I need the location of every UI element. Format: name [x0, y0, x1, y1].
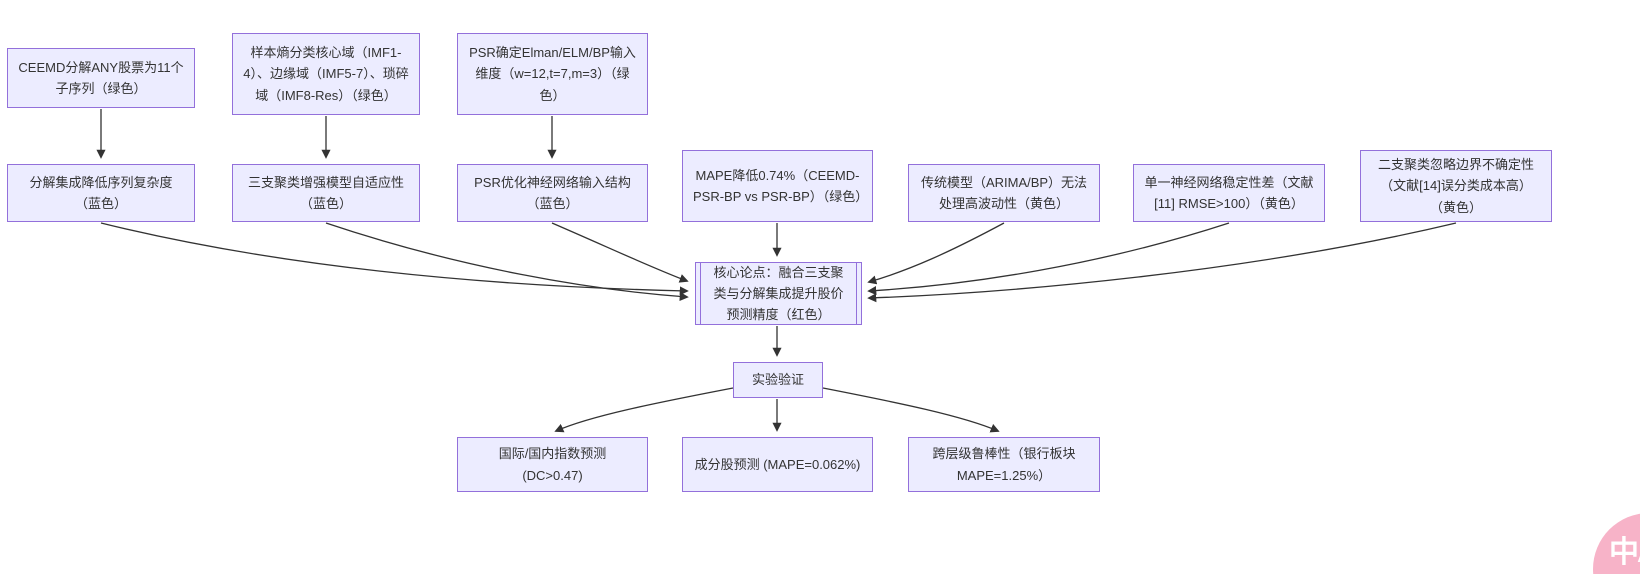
node-label: 传统模型（ARIMA/BP）无法处理高波动性（黄色） — [920, 174, 1088, 211]
edge-h-core — [867, 222, 1005, 285]
node-label: 样本熵分类核心域（IMF1-4）、边缘域（IMF5-7）、琐碎域（IMF8-Re… — [243, 45, 409, 103]
edge-d-core — [100, 222, 689, 296]
node-label: 实验验证 — [751, 372, 804, 388]
node-psr-input-dimension: PSR确定Elman/ELM/BP输入维度（w=12,t=7,m=3）（绿色） — [457, 33, 648, 115]
edge-e-core — [325, 222, 689, 302]
node-psr-optimizes-input-structure: PSR优化神经网络输入结构（蓝色） — [457, 164, 648, 222]
node-label: 成分股预测 (MAPE=0.062%) — [694, 456, 861, 472]
node-constituent-stock-result: 成分股预测 (MAPE=0.062%) — [682, 437, 873, 492]
edge-exp-m — [822, 387, 1000, 433]
node-three-way-clustering-adaptivity: 三支聚类增强模型自适应性（蓝色） — [232, 164, 420, 222]
node-label: PSR优化神经网络输入结构（蓝色） — [474, 174, 631, 211]
node-cross-level-robustness-result: 跨层级鲁棒性（银行板块 MAPE=1.25%） — [908, 437, 1100, 492]
node-label: MAPE降低0.74%（CEEMD-PSR-BP vs PSR-BP）（绿色） — [693, 167, 869, 204]
translate-badge-button[interactable]: 中A — [1593, 513, 1640, 574]
edge-exp-k — [554, 387, 734, 433]
node-sample-entropy-domains: 样本熵分类核心域（IMF1-4）、边缘域（IMF5-7）、琐碎域（IMF8-Re… — [232, 33, 420, 115]
node-decomposition-reduces-complexity: 分解集成降低序列复杂度（蓝色） — [7, 164, 195, 222]
node-label: 跨层级鲁棒性（银行板块 MAPE=1.25%） — [932, 446, 1076, 483]
node-label: 分解集成降低序列复杂度（蓝色） — [29, 174, 173, 211]
node-label: 国际/国内指数预测 (DC>0.47) — [498, 446, 607, 483]
node-traditional-model-limitation: 传统模型（ARIMA/BP）无法处理高波动性（黄色） — [908, 164, 1100, 222]
node-label: 核心论点：融合三支聚类与分解集成提升股价预测精度（红色） — [713, 264, 844, 323]
node-index-prediction-result: 国际/国内指数预测 (DC>0.47) — [457, 437, 648, 492]
translate-icon: 中A — [1609, 536, 1640, 569]
node-label: 三支聚类增强模型自适应性（蓝色） — [247, 174, 404, 211]
edge-f-core — [551, 222, 689, 283]
edge-i-core — [867, 222, 1230, 296]
node-mape-reduction-evidence: MAPE降低0.74%（CEEMD-PSR-BP vs PSR-BP）（绿色） — [682, 150, 873, 222]
edge-j-core — [867, 222, 1457, 303]
node-label: PSR确定Elman/ELM/BP输入维度（w=12,t=7,m=3）（绿色） — [469, 45, 636, 103]
node-label: 单一神经网络稳定性差（文献[11] RMSE>100）（黄色） — [1144, 174, 1314, 211]
node-single-nn-instability: 单一神经网络稳定性差（文献[11] RMSE>100）（黄色） — [1133, 164, 1325, 222]
node-label: 二支聚类忽略边界不确定性（文献[14]误分类成本高）（黄色） — [1377, 157, 1534, 215]
node-ceemd-decomposition: CEEMD分解ANY股票为11个子序列（绿色） — [7, 48, 195, 108]
node-label: CEEMD分解ANY股票为11个子序列（绿色） — [18, 59, 184, 96]
node-core-thesis: 核心论点：融合三支聚类与分解集成提升股价预测精度（红色） — [695, 262, 862, 325]
node-two-way-clustering-limitation: 二支聚类忽略边界不确定性（文献[14]误分类成本高）（黄色） — [1360, 150, 1552, 222]
node-experiment-validation: 实验验证 — [733, 362, 823, 398]
